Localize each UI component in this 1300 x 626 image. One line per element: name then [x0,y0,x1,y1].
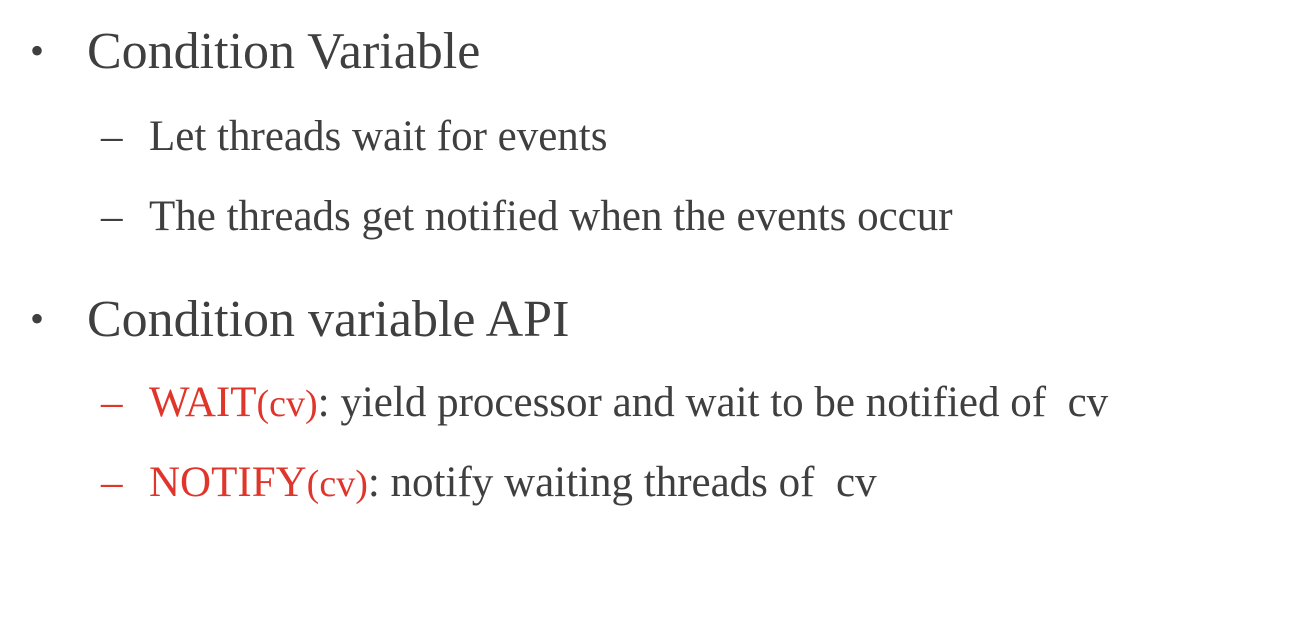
sub-bullet-text: : notify waiting threads of cv [367,459,877,506]
sub-bullet-get-notified: – The threads get notified when the even… [101,192,953,241]
bullet-marker: • [30,28,45,73]
dash-marker: – [101,459,123,506]
bullet-condition-variable-api: • Condition variable API [30,290,569,349]
sub-bullet-wait-for-events: – Let threads wait for events [101,112,608,161]
dash-marker: – [101,193,123,240]
bullet-marker: • [30,296,45,341]
bullet-condition-variable: • Condition Variable [30,22,480,81]
bullet-text: Condition variable API [87,291,570,348]
sub-bullet-text: Let threads wait for events [149,113,608,160]
keyword-notify: NOTIFY [149,459,307,506]
bullet-text: Condition Variable [87,23,481,80]
sub-bullet-text: The threads get notified when the events… [149,193,953,240]
keyword-wait: WAIT [149,379,257,426]
sub-bullet-text: : yield processor and wait to be notifie… [317,379,1109,426]
dash-marker: – [101,113,123,160]
keyword-arg: (cv) [256,383,318,425]
sub-bullet-wait-api: – WAIT(cv): yield processor and wait to … [101,378,1108,427]
keyword-arg: (cv) [306,463,368,505]
dash-marker: – [101,379,123,426]
sub-bullet-notify-api: – NOTIFY(cv): notify waiting threads of … [101,458,877,507]
